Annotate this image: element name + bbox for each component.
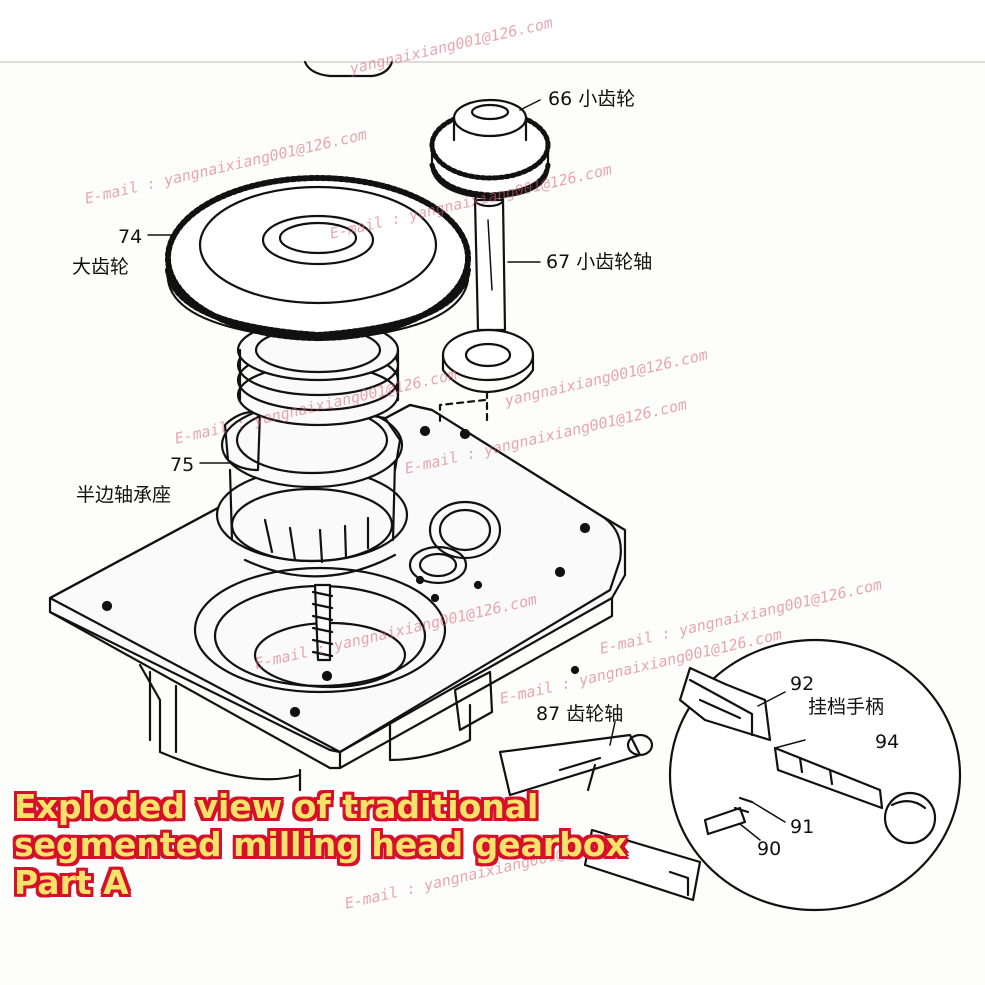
caption-line-2: segmented milling head gearbox <box>14 825 627 864</box>
label-part-74-number: 74 <box>118 226 143 248</box>
label-part-87: 87 齿轮轴 <box>536 703 624 725</box>
bearing-housing-75 <box>215 401 409 578</box>
label-part-75-number: 75 <box>170 454 195 476</box>
small-gear-66 <box>429 98 551 200</box>
label-part-66: 66 小齿轮 <box>548 88 636 110</box>
label-part-94: 94 <box>875 731 900 753</box>
pinion-shaft-67 <box>438 192 535 424</box>
base-plate <box>48 403 627 792</box>
label-part-91: 91 <box>790 816 815 838</box>
gear-shaft-87 <box>498 733 702 902</box>
caption-line-1: Exploded view of traditional <box>14 787 539 826</box>
label-part-92-number: 92 <box>790 673 815 695</box>
large-gear-74 <box>165 175 471 342</box>
label-part-67: 67 小齿轮轴 <box>546 251 653 273</box>
caption-line-3: Part A <box>14 863 129 902</box>
top-border <box>0 0 985 78</box>
label-part-90: 90 <box>757 838 782 860</box>
detail-circle <box>668 638 962 912</box>
leader-lines <box>147 99 806 841</box>
label-part-92-name: 挂档手柄 <box>808 696 885 718</box>
adjusting-screw <box>311 583 334 662</box>
label-part-74-name: 大齿轮 <box>72 256 130 278</box>
caption-overlay: Exploded view of traditional segmented m… <box>14 788 627 902</box>
label-part-75-name: 半边轴承座 <box>76 484 172 506</box>
